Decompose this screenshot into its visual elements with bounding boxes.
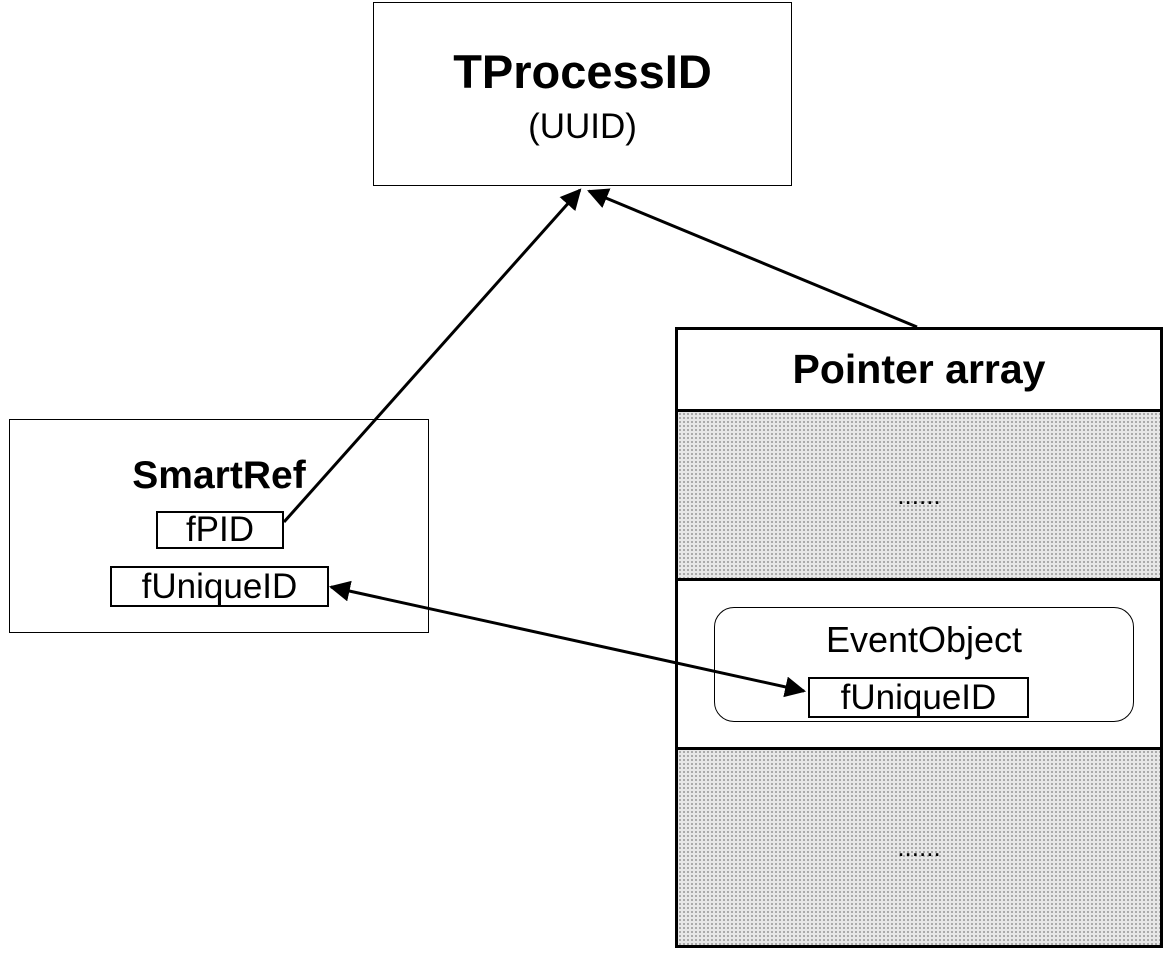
smartref-fpid-field: fPID <box>156 510 284 549</box>
pointer-array-slot-event: EventObject fUniqueID <box>678 581 1160 750</box>
arrow-pointer-array-to-tprocessid <box>587 188 918 329</box>
event-object-funiqueid-field: fUniqueID <box>808 677 1029 718</box>
pointer-array-header: Pointer array <box>678 330 1160 412</box>
smartref-box: SmartRef fPID fUniqueID <box>9 419 429 633</box>
tprocessid-subtitle: (UUID) <box>528 107 637 146</box>
ellipsis-top: ...... <box>897 479 941 510</box>
tprocessid-title: TProcessID <box>453 45 712 98</box>
event-object-box: EventObject fUniqueID <box>714 607 1134 722</box>
smartref-funiqueid-field: fUniqueID <box>110 566 329 607</box>
tprocessid-box: TProcessID (UUID) <box>373 2 792 186</box>
ellipsis-bottom: ...... <box>897 832 941 862</box>
pointer-array-slot-bottom: ...... <box>678 750 1160 945</box>
pointer-array-slot-top: ...... <box>678 412 1160 581</box>
pointer-array: Pointer array ...... EventObject fUnique… <box>675 327 1163 948</box>
event-object-title: EventObject <box>825 619 1023 660</box>
smartref-title: SmartRef <box>132 454 306 497</box>
